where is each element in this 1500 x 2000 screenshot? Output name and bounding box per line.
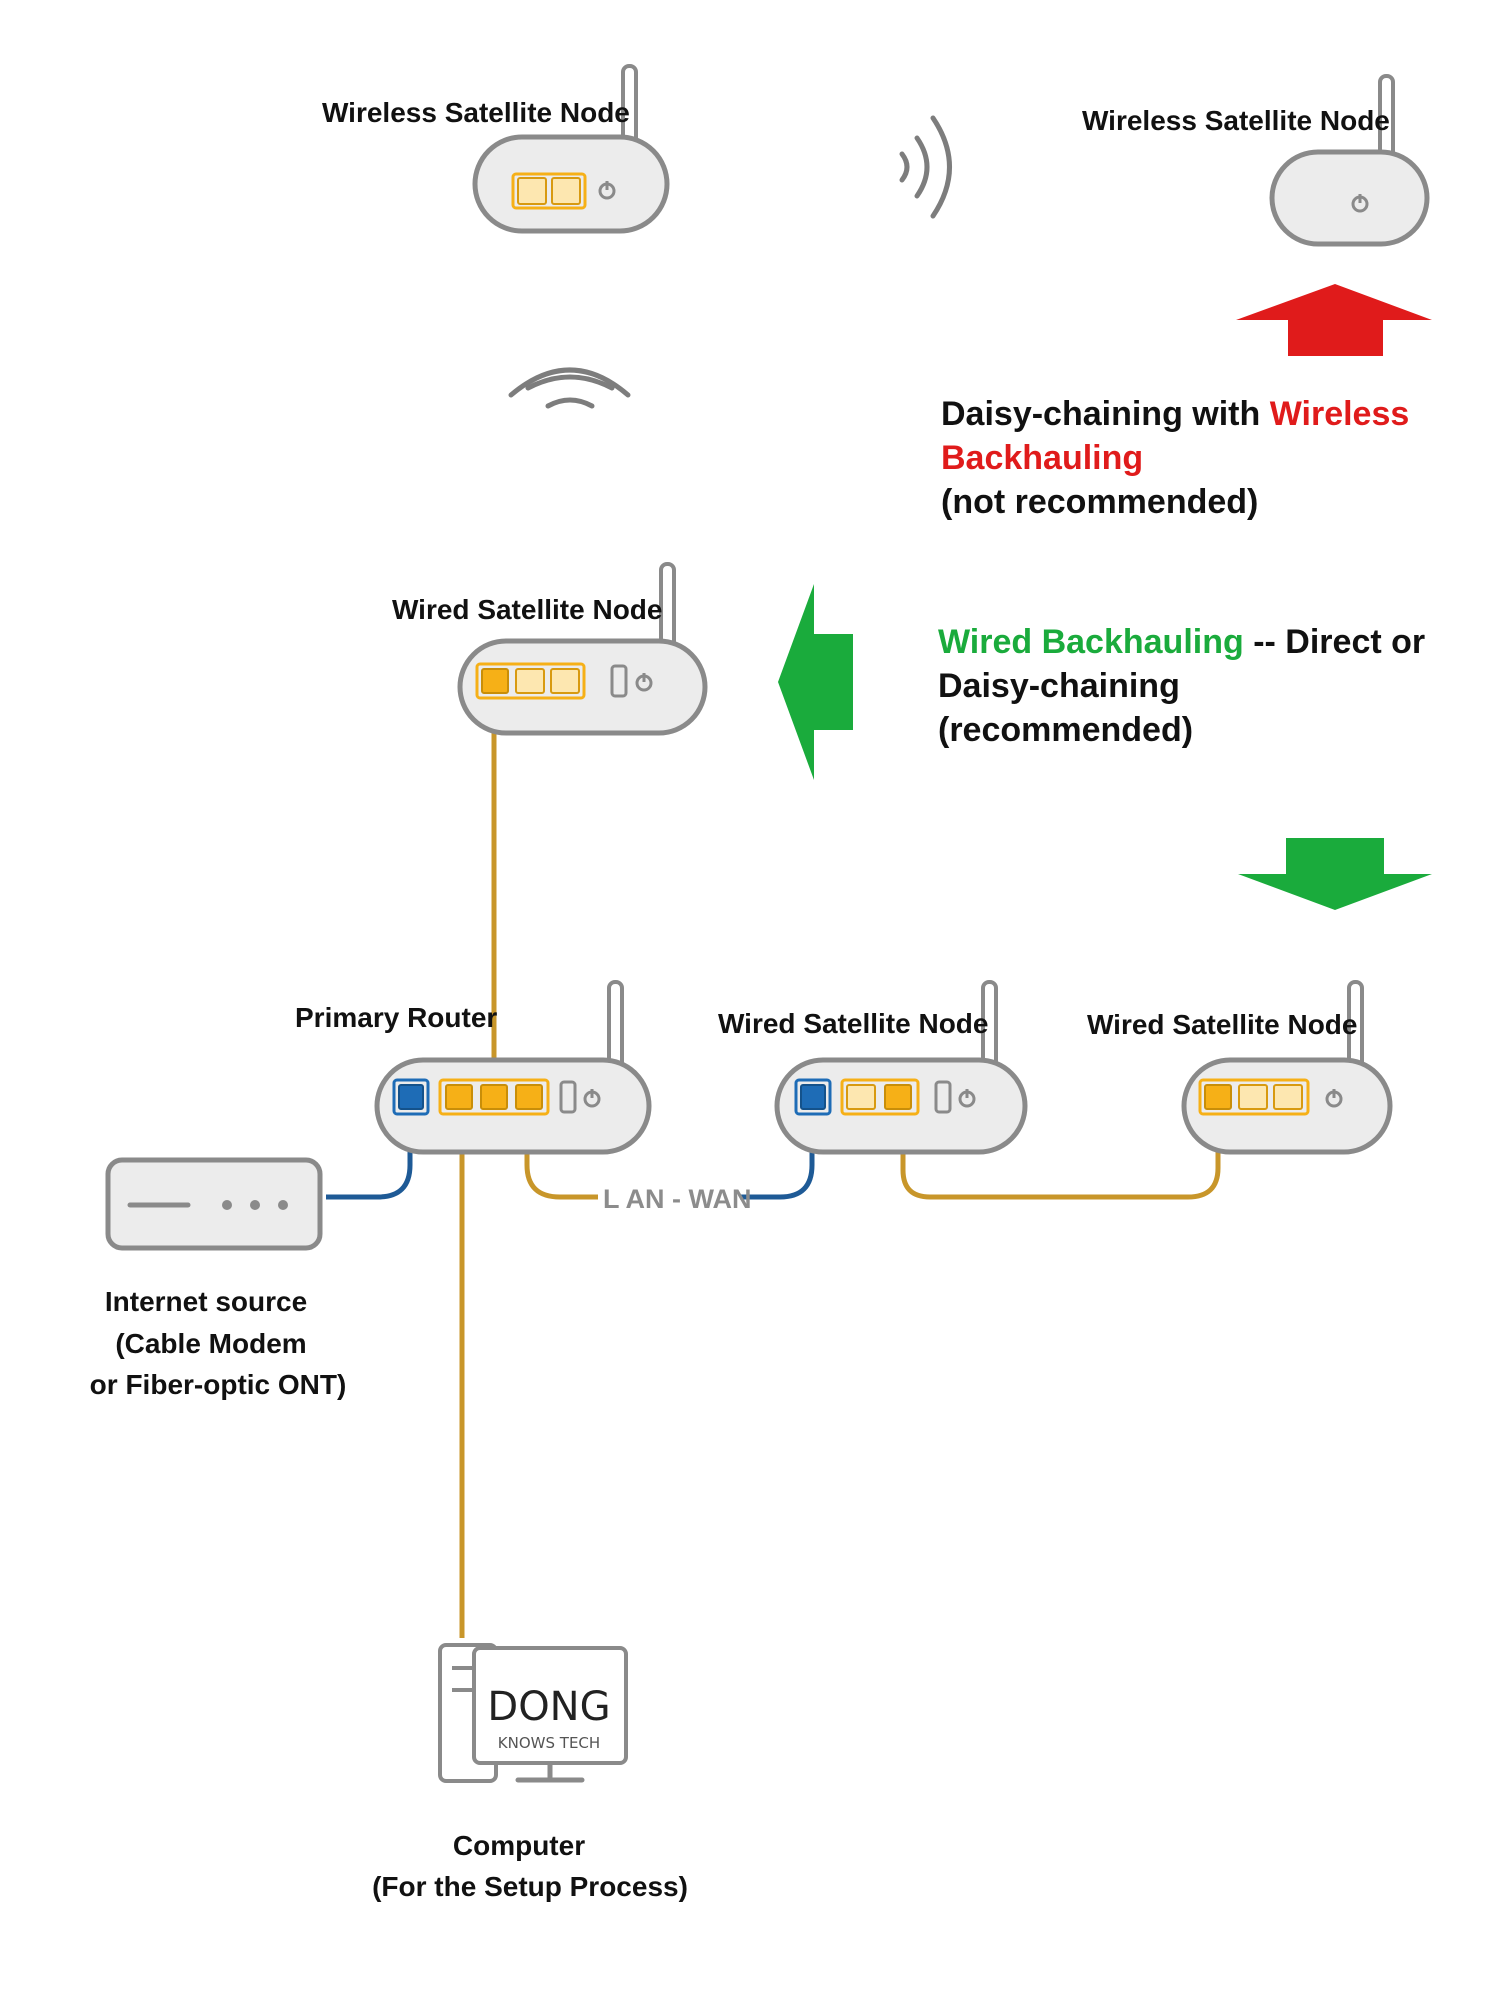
power-icon <box>635 673 653 692</box>
power-icon <box>583 1089 601 1108</box>
computer-icon: DONG KNOWS TECH <box>438 1643 628 1783</box>
node-label-wireless-top-left: Wireless Satellite Node <box>322 97 630 128</box>
wireless-note-part2: Wireless <box>1270 395 1410 433</box>
arrow-down-icon <box>1286 838 1384 874</box>
logo-bottom: KNOWS TECH <box>498 1734 600 1752</box>
wifi-wave-icon <box>899 115 952 219</box>
node-label-wired-bottom-middle: Wired Satellite Node <box>718 1008 988 1039</box>
wired-note-line2: Daisy-chaining <box>938 667 1180 705</box>
wired-note-part2: -- Direct or <box>1244 623 1425 661</box>
computer-line2: (For the Setup Process) <box>372 1871 688 1902</box>
arrow-up-icon <box>1236 284 1432 356</box>
wired-note-line1: Wired Backhauling -- Direct or <box>938 623 1425 661</box>
cable-label-bg <box>598 1178 740 1216</box>
cable-middle-to-right <box>900 1105 1221 1200</box>
arrow-left-icon <box>778 584 853 780</box>
node-label-wired-middle: Wired Satellite Node <box>392 594 662 625</box>
router-icon <box>457 562 708 736</box>
internet-line3: or Fiber-optic ONT) <box>90 1369 347 1400</box>
cables <box>326 687 1221 1638</box>
modem-icon <box>105 1157 323 1251</box>
router-icon <box>1181 980 1393 1155</box>
node-label-wired-bottom-right: Wired Satellite Node <box>1087 1009 1357 1040</box>
wireless-note-line3: (not recommended) <box>941 483 1258 521</box>
cable-label: L AN - WAN <box>603 1184 752 1214</box>
node-label-wireless-top-right: Wireless Satellite Node <box>1082 105 1390 136</box>
router-icon <box>1269 74 1430 247</box>
internet-line1: Internet source <box>105 1286 307 1317</box>
wireless-note-line1: Daisy-chaining with Wireless <box>941 395 1409 433</box>
router-icon <box>374 980 652 1155</box>
logo-top: DONG <box>487 1684 610 1730</box>
power-icon <box>958 1089 976 1108</box>
wireless-note-line2: Backhauling <box>941 439 1143 477</box>
wireless-note-part1: Daisy-chaining with <box>941 395 1270 433</box>
cable-wan-segment <box>740 1105 815 1200</box>
power-icon <box>1351 194 1369 213</box>
computer-line1: Computer <box>453 1830 585 1861</box>
wired-note-part1: Wired Backhauling <box>938 623 1244 661</box>
router-icon <box>472 64 670 234</box>
wifi-wave-icon <box>508 367 631 409</box>
arrow-down-icon <box>1238 874 1432 910</box>
internet-line2: (Cable Modem <box>115 1328 306 1359</box>
power-icon <box>598 181 616 200</box>
power-icon <box>1325 1089 1343 1108</box>
cable-lan-segment <box>524 1105 598 1200</box>
wired-note-line3: (recommended) <box>938 711 1193 749</box>
node-label-primary: Primary Router <box>295 1002 497 1033</box>
router-icon <box>774 980 1028 1155</box>
cable-modem-to-primary-wan <box>326 1105 413 1200</box>
